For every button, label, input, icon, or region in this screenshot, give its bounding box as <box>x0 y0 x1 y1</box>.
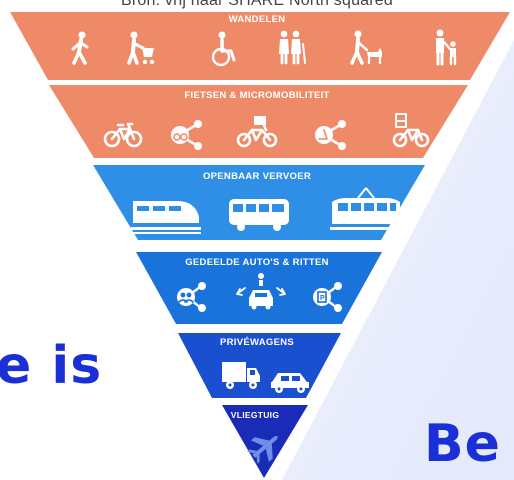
bicycle-icon <box>103 122 143 148</box>
person-walking-dog-icon <box>350 30 382 65</box>
tier-label-vliegtuig: VLIEGTUIG <box>230 410 280 420</box>
headline-left-fragment: e is <box>0 336 103 396</box>
background-light-panel <box>282 40 514 480</box>
elderly-couple-icon <box>279 30 306 65</box>
parent-with-child-icon <box>436 29 457 66</box>
car-share-icon: P <box>313 282 342 312</box>
wheelchair-icon <box>211 31 236 67</box>
svg-text:P: P <box>320 295 325 302</box>
tier-wandelen <box>10 12 510 80</box>
car-icon <box>271 373 309 393</box>
airplane-icon <box>247 436 278 464</box>
tier-label-privewagens: PRIVÉWAGENS <box>219 337 295 348</box>
e-bike-icon <box>392 113 430 148</box>
carpool-share-icon <box>177 282 206 312</box>
headline-right-fragment: Be <box>424 414 501 474</box>
tier-label-fietsen: FIETSEN & MICROMOBILITEIT <box>184 90 330 101</box>
truck-icon <box>222 362 260 389</box>
tram-icon <box>330 187 402 230</box>
walking-person-icon <box>71 31 89 65</box>
source-caption: Bron: vrij naar SHARE North squared <box>121 0 393 9</box>
train-icon <box>131 201 201 234</box>
tier-label-wandelen: WANDELEN <box>228 14 286 25</box>
ride-hailing-icon <box>236 273 286 310</box>
tier-label-openbaar-vervoer: OPENBAAR VERVOER <box>202 171 312 182</box>
shared-bike-icon <box>171 120 202 150</box>
cargo-bike-icon <box>236 116 278 148</box>
tier-label-gedeelde-autos: GEDEELDE AUTO'S & RITTEN <box>185 257 329 268</box>
bus-icon <box>229 199 289 231</box>
shared-scooter-icon <box>315 120 346 150</box>
person-with-stroller-icon <box>127 31 155 65</box>
